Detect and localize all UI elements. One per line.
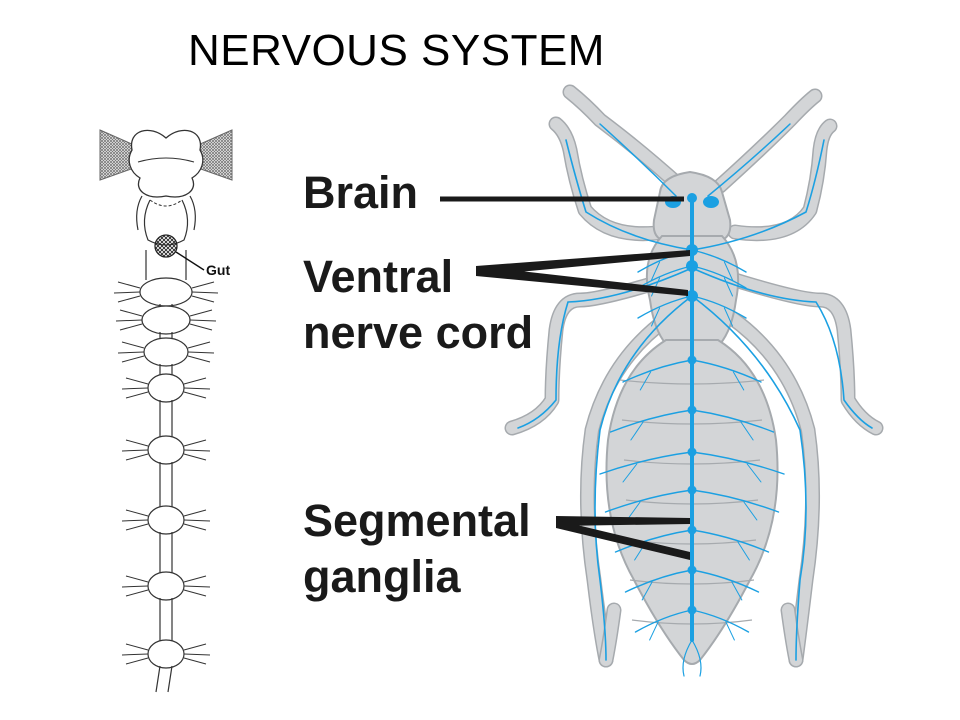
twig-nerve — [626, 501, 641, 521]
hind-tibia-left-fill — [600, 604, 620, 666]
branch-nerve-right — [691, 569, 760, 593]
lateral-nerve — [183, 643, 211, 665]
nerve-network — [517, 123, 873, 677]
lateral-nerve — [121, 509, 149, 531]
lateral-nerve — [183, 439, 211, 461]
connectives — [136, 195, 196, 231]
twig-nerve — [630, 421, 644, 441]
lateral-nerve — [121, 643, 149, 665]
branch-nerve-right — [691, 451, 785, 475]
leg-nerve-hind-right — [691, 295, 807, 661]
twig-nerve — [723, 261, 733, 281]
twig-nerve — [622, 463, 638, 483]
lateral-nerve — [121, 439, 149, 461]
branch-nerve-right — [691, 609, 750, 633]
connective — [167, 665, 173, 693]
twig-nerve — [743, 501, 758, 521]
label-ganglia: ganglia — [303, 551, 461, 602]
twig-nerve — [639, 371, 652, 391]
leader-lines — [440, 196, 690, 560]
twig-nerve — [651, 261, 661, 281]
ventral-chain-drawing — [99, 129, 233, 693]
lateral-nerve — [183, 377, 211, 399]
brain-lobe-right — [703, 196, 719, 208]
branch-nerve-left — [604, 489, 693, 513]
middle-leg-right-fill — [729, 274, 882, 434]
branch-nerve-left — [609, 409, 693, 433]
hind-leg-right-fill — [726, 312, 819, 666]
lateral-nerve — [115, 309, 143, 331]
leader-ventral-lower — [476, 266, 688, 296]
leg-nerve-front-left — [565, 139, 693, 251]
twig-nerve — [651, 307, 661, 327]
leg-nerve-front-right — [691, 139, 825, 251]
twig-nerve — [731, 581, 743, 601]
lateral-nerve — [187, 341, 215, 363]
antenna-left-fill — [564, 86, 686, 192]
branch-nerve-left — [599, 451, 693, 475]
antenna-nerve-right — [707, 123, 791, 197]
twig-nerve — [737, 541, 750, 561]
twig-nerve — [725, 621, 735, 641]
leader-ventral-upper — [476, 250, 690, 276]
lateral-nerve — [121, 575, 149, 597]
brain-center — [687, 193, 697, 203]
leg-nerve-mid-right — [691, 267, 873, 429]
leader-segmental-lower — [556, 520, 690, 560]
twig-nerve — [723, 307, 733, 327]
antenna-right-fill — [714, 90, 821, 192]
lateral-nerve — [183, 575, 211, 597]
label-brain: Brain — [303, 167, 419, 218]
lateral-nerve — [121, 377, 149, 399]
branch-nerve-left — [624, 569, 693, 593]
gut-circle — [154, 234, 178, 258]
branch-nerve-left — [634, 609, 693, 633]
label-nerve-cord: nerve cord — [303, 307, 534, 358]
branch-nerve-right — [691, 529, 770, 553]
hind-tibia-right-fill — [782, 604, 802, 666]
antenna-nerve-left — [599, 123, 677, 197]
gut-leader-line — [175, 251, 205, 271]
branch-nerve-left — [614, 529, 693, 553]
twig-nerve — [649, 621, 659, 641]
lateral-nerve — [113, 281, 141, 303]
ganglia-group — [113, 277, 219, 693]
terminal-nerves — [682, 639, 702, 677]
branch-nerve-right — [691, 489, 780, 513]
front-leg-left-fill — [550, 118, 671, 240]
label-gut: Gut — [206, 262, 231, 278]
front-leg-right-fill — [729, 120, 836, 240]
leg-nerve-hind-left — [594, 295, 693, 661]
leader-segmental-upper — [556, 516, 690, 526]
label-segmental: Segmental — [303, 495, 531, 546]
twig-nerve — [740, 421, 754, 441]
lateral-nerve — [117, 341, 145, 363]
twig-nerve — [732, 371, 745, 391]
branch-nerve-right — [691, 265, 747, 289]
hind-leg-left-fill — [581, 312, 674, 666]
twig-nerve — [746, 463, 762, 483]
middle-leg-left-fill — [506, 274, 671, 434]
brain-lobes — [128, 129, 204, 198]
twig-nerve — [641, 581, 653, 601]
lateral-nerve — [183, 509, 211, 531]
label-ventral: Ventral — [303, 251, 454, 302]
branch-nerve-right — [691, 359, 762, 383]
connective — [155, 665, 161, 693]
branch-nerve-right — [691, 295, 747, 319]
branch-nerve-right — [691, 409, 775, 433]
page-title: NERVOUS SYSTEM — [188, 26, 605, 75]
branch-nerve-right — [691, 249, 747, 273]
lateral-nerve — [189, 309, 217, 331]
branch-nerve-left — [637, 295, 693, 319]
branch-nerve-left — [622, 359, 693, 383]
lateral-nerve — [191, 281, 219, 303]
